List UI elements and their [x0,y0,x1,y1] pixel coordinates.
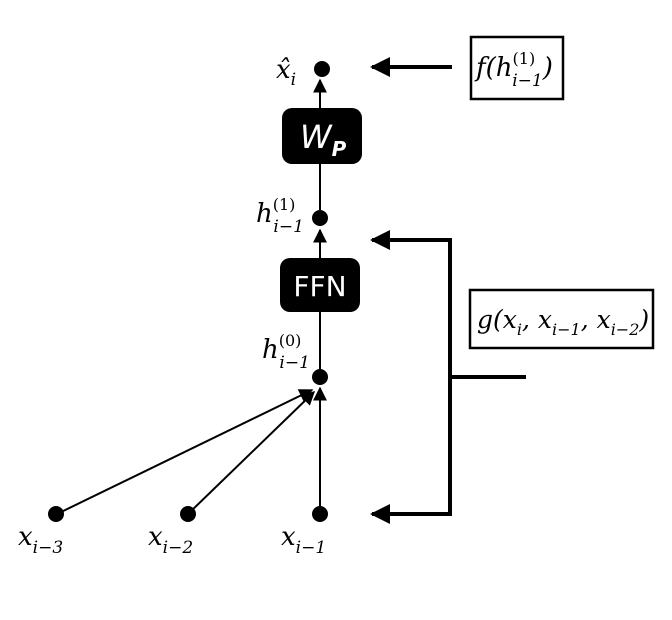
label-h0: h(0)i−1 [262,331,310,373]
node-x-i2 [180,506,196,522]
g-bracket [386,238,452,516]
node-h0 [312,369,328,385]
ffn-block-label: FFN [293,270,346,303]
label-x-i2: xi−2 [148,522,193,558]
ffn-block [280,258,360,312]
g-box-label: g(xi, xi−1, xi−2) [477,305,649,339]
label-h1: h(1)i−1 [256,195,304,237]
edge-xi3-to-h0 [56,389,314,515]
label-x-i1: xi−1 [281,522,326,558]
node-x-i3 [48,506,64,522]
f-box-label: f(h(1)i−1) [474,49,553,91]
node-x-i1 [312,506,328,522]
label-x-i3: xi−3 [18,522,63,558]
label-x-hat: x̂i [276,55,296,90]
f-box [469,35,565,101]
node-h1 [312,210,328,226]
wp-block [282,108,362,164]
node-x-hat [314,61,330,77]
wp-block-label: WP [300,118,347,161]
edge-xi2-to-h0 [187,391,316,515]
g-box [468,288,655,350]
